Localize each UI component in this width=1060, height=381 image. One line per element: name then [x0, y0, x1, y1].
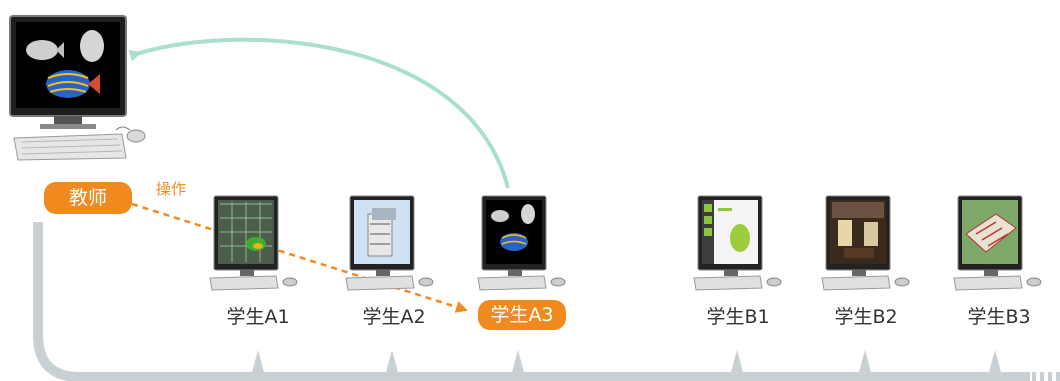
- bus-tap: [989, 350, 1001, 372]
- teacher-badge: 教师: [44, 182, 132, 214]
- bus-tap: [731, 350, 743, 372]
- bus-tap: [512, 350, 524, 372]
- operation-arrow: [131, 202, 468, 313]
- broadcast-arrow: [128, 37, 510, 189]
- student-a2-computer-icon: [345, 195, 434, 291]
- student-a3-computer-icon: [477, 195, 566, 291]
- network-bus-line: [33, 222, 1030, 381]
- bus-tap: [252, 350, 264, 372]
- student-b1-computer-icon: [693, 195, 782, 291]
- bus-tap: [859, 350, 871, 372]
- student-a2-label: 学生A2: [362, 306, 426, 328]
- teacher-computer-icon: [9, 15, 146, 161]
- student-a3-label: 学生A3: [478, 300, 566, 330]
- bus-tap: [386, 350, 398, 372]
- student-b3-label: 学生B3: [967, 306, 1031, 328]
- student-a1-label: 学生A1: [226, 306, 290, 328]
- operation-label: 操作: [156, 180, 187, 198]
- student-b3-computer-icon: [953, 195, 1042, 291]
- bus-taps: [252, 350, 1001, 372]
- student-b2-computer-icon: [821, 195, 910, 291]
- student-a1-computer-icon: [209, 195, 298, 291]
- student-b1-label: 学生B1: [706, 306, 770, 328]
- student-b2-label: 学生B2: [834, 306, 898, 328]
